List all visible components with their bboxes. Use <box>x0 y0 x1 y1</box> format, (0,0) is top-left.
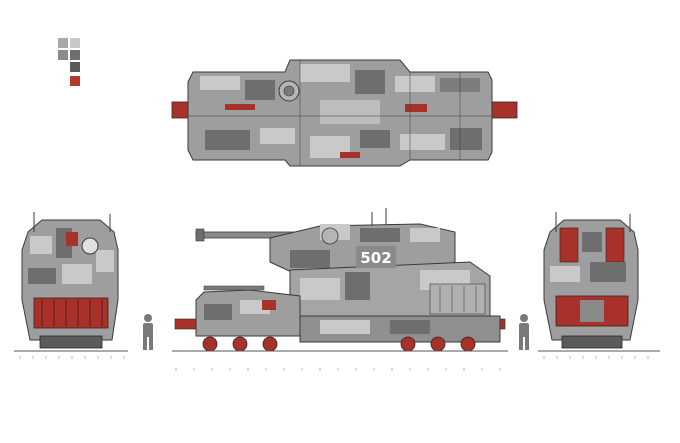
front-sensor-dome <box>81 237 99 255</box>
side-view: 502 <box>174 208 506 352</box>
palette-swatch <box>70 76 80 86</box>
top-view <box>171 59 518 167</box>
side-secondary-gun <box>203 285 265 291</box>
palette-swatch <box>70 50 80 60</box>
palette-swatch <box>70 62 80 72</box>
palette-swatch <box>58 38 68 48</box>
front-undercarriage <box>39 335 103 349</box>
top-camo-pattern <box>200 64 482 158</box>
front-red-grille <box>33 297 109 329</box>
hull-number: 502 <box>360 249 391 267</box>
front-view <box>21 212 119 349</box>
color-palette <box>58 38 80 86</box>
side-wheels <box>202 336 476 352</box>
top-red-detail <box>405 104 427 112</box>
rear-red-panel-right <box>605 227 625 263</box>
palette-swatch <box>58 50 68 60</box>
rear-view <box>543 212 639 349</box>
measurement-ticks <box>19 356 649 371</box>
rear-undercarriage <box>561 335 623 349</box>
scale-figure-right <box>519 314 529 350</box>
rear-red-panel-left <box>559 227 579 263</box>
palette-swatch <box>70 38 80 48</box>
hull-number-plate <box>356 246 396 268</box>
scale-figure-left <box>143 314 153 350</box>
